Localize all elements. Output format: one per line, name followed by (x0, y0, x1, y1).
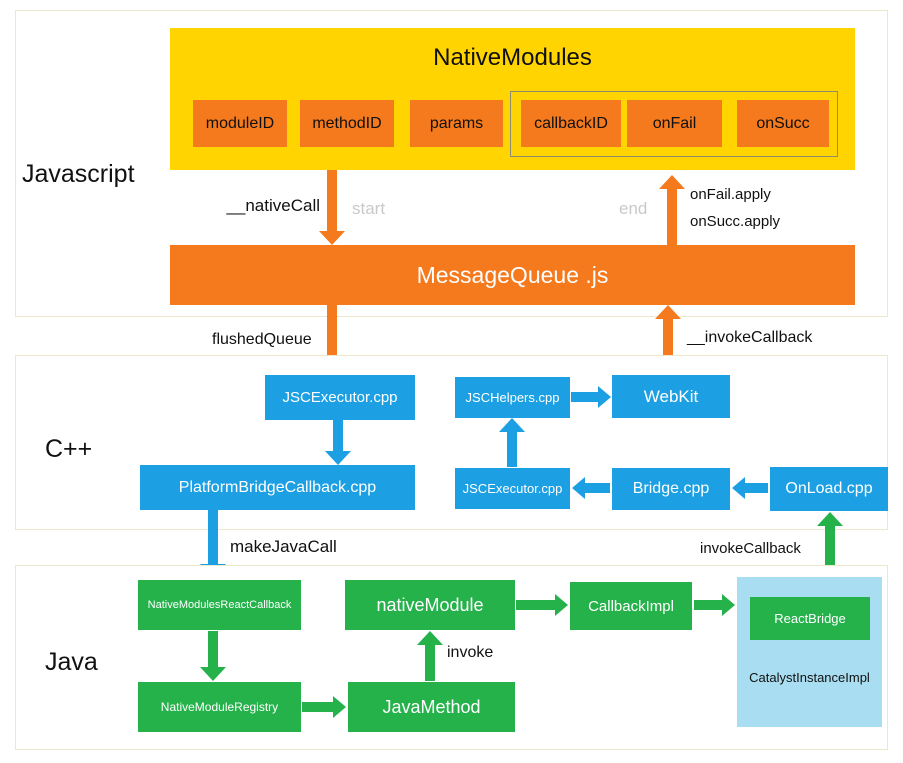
jsc-to-platform-arrow-down (333, 420, 343, 451)
callback-group-border (510, 91, 838, 157)
native-module-registry-box: NativeModuleRegistry (138, 682, 301, 732)
java-method-invoke-arrow-up (425, 645, 435, 681)
native-call-label: __nativeCall (226, 196, 320, 215)
java-section-label: Java (45, 648, 98, 676)
on-fail-box: onFail (627, 100, 722, 147)
invoke-label: invoke (447, 644, 494, 661)
bridge-to-jsc-arrow-left (585, 483, 610, 493)
module-id-box: moduleID (193, 100, 287, 147)
invoke-callback-js-label: __invokeCallback (687, 329, 813, 346)
invoke-callback-cpp-label: invokeCallback (700, 540, 801, 557)
on-succ-box: onSucc (737, 100, 829, 147)
catalyst-instance-impl-label: CatalystInstanceImpl (749, 670, 870, 685)
onload-to-bridge-arrow-left (745, 483, 768, 493)
onload-box: OnLoad.cpp (770, 467, 888, 511)
native-modules-react-callback-box: NativeModulesReactCallback (138, 580, 301, 630)
jsc-executor-bottom-box: JSCExecutor.cpp (455, 468, 570, 509)
onfail-apply-label: onFail.apply (690, 186, 771, 203)
native-module-box: nativeModule (345, 580, 515, 630)
callback-impl-box: CallbackImpl (570, 582, 692, 630)
helpers-to-webkit-arrow-right (571, 392, 598, 402)
registry-to-java-method-arrow-right (302, 702, 333, 712)
flushed-queue-label: flushedQueue (212, 331, 312, 348)
native-modules-title: NativeModules (433, 44, 592, 71)
params-box: params (410, 100, 503, 147)
make-java-call-arrow-down (208, 510, 218, 564)
invoke-callback-cpp-arrow-up (825, 526, 835, 575)
flushed-queue-arrow-down (327, 305, 337, 358)
callback-id-box: callbackID (521, 100, 621, 147)
invoke-callback-js-arrow-up (663, 319, 673, 372)
onsucc-apply-label: onSucc.apply (690, 213, 781, 230)
end-label: end (619, 199, 648, 218)
jsc-to-helpers-arrow-up (507, 432, 517, 467)
java-method-box: JavaMethod (348, 682, 515, 732)
react-bridge-box: ReactBridge (750, 597, 870, 640)
method-id-box: methodID (300, 100, 394, 147)
native-module-to-callback-impl-arrow-right (516, 600, 555, 610)
webkit-box: WebKit (612, 375, 730, 418)
jsc-helpers-box: JSCHelpers.cpp (455, 377, 570, 418)
bridge-box: Bridge.cpp (612, 468, 730, 510)
start-label: start (352, 199, 386, 218)
native-call-arrow-down (327, 170, 337, 231)
callback-impl-to-catalyst-arrow-right (694, 600, 722, 610)
make-java-call-label: makeJavaCall (230, 537, 337, 556)
react-callback-to-registry-arrow-down (208, 631, 218, 667)
message-queue-box: MessageQueue .js (170, 245, 855, 305)
jsc-executor-top-box: JSCExecutor.cpp (265, 375, 415, 420)
platform-bridge-callback-box: PlatformBridgeCallback.cpp (140, 465, 415, 510)
cpp-section-label: C++ (45, 435, 93, 463)
invoke-callback-arrow-up (667, 189, 677, 245)
javascript-section-label: Javascript (22, 160, 135, 188)
